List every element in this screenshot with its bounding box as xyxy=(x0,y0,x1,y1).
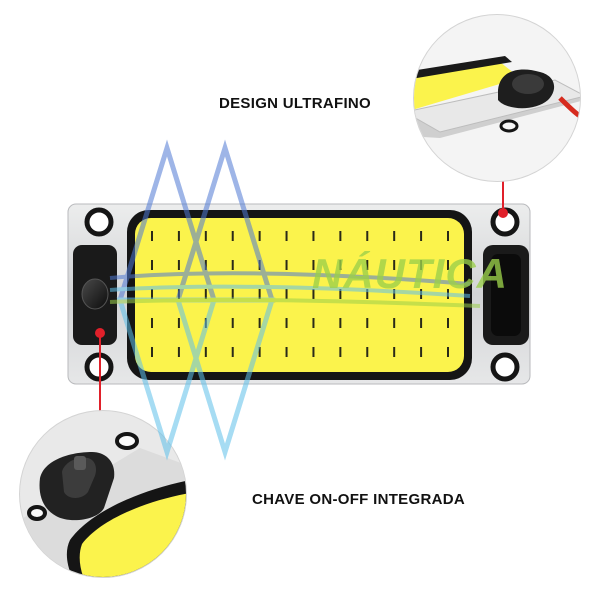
led-chip xyxy=(393,289,396,299)
zoom-circle-ultrathin xyxy=(413,14,581,182)
nautica-watermark-text: NÁUTICA xyxy=(312,250,508,297)
led-chip xyxy=(447,260,449,270)
led-chip xyxy=(366,289,369,299)
led-chip xyxy=(393,260,396,270)
led-chip xyxy=(447,318,449,328)
switch-housing-left xyxy=(73,245,117,345)
led-chip xyxy=(204,289,207,299)
led-chip xyxy=(285,289,288,299)
led-chip xyxy=(393,347,396,357)
led-chip xyxy=(420,318,423,328)
led-chip xyxy=(312,318,315,328)
led-chip xyxy=(258,318,261,328)
led-chip xyxy=(151,260,153,270)
led-chip xyxy=(177,318,180,328)
led-chip xyxy=(151,289,153,299)
led-chip xyxy=(285,260,288,270)
screw-hole-bottom-right xyxy=(490,352,520,382)
led-chip xyxy=(151,318,153,328)
led-chip xyxy=(285,347,288,357)
screw-hole-top-left xyxy=(84,207,114,237)
led-chip xyxy=(339,260,342,270)
led-chip xyxy=(339,289,342,299)
led-chip xyxy=(177,260,180,270)
led-chip xyxy=(204,231,207,241)
led-chip xyxy=(339,347,342,357)
led-chip xyxy=(151,347,153,357)
led-chip xyxy=(285,318,288,328)
led-chip xyxy=(231,231,234,241)
led-chip xyxy=(366,260,369,270)
callout-label-chave-on-off: CHAVE ON-OFF INTEGRADA xyxy=(252,491,465,508)
led-chip xyxy=(151,231,153,241)
led-chip xyxy=(339,231,342,241)
led-chip xyxy=(177,231,180,241)
led-chip xyxy=(231,318,234,328)
callout-indicator-top xyxy=(498,180,508,218)
led-chip xyxy=(420,347,423,357)
led-chip xyxy=(447,347,449,357)
led-chip xyxy=(366,347,369,357)
led-chip xyxy=(258,347,261,357)
led-chip xyxy=(312,289,315,299)
led-chip xyxy=(312,231,315,241)
callout-label-design-ultrafino: DESIGN ULTRAFINO xyxy=(219,95,372,112)
led-chip xyxy=(231,289,234,299)
led-chip xyxy=(204,347,207,357)
led-chip xyxy=(393,231,396,241)
led-chip xyxy=(204,260,207,270)
callout-indicator-bottom xyxy=(95,328,105,413)
led-chip xyxy=(285,231,288,241)
led-chip xyxy=(231,260,234,270)
nautica-watermark-logo xyxy=(109,139,481,461)
led-chip xyxy=(312,260,315,270)
led-chip xyxy=(312,347,315,357)
zoom-circle-switch xyxy=(19,410,187,578)
led-chip xyxy=(393,318,396,328)
led-chip xyxy=(366,231,369,241)
led-chip xyxy=(420,260,423,270)
switch-housing-right xyxy=(483,245,529,345)
led-chip xyxy=(177,347,180,357)
led-chip xyxy=(258,231,261,241)
led-chip xyxy=(447,231,449,241)
led-chip xyxy=(420,231,423,241)
led-chip xyxy=(258,289,261,299)
led-chip xyxy=(231,347,234,357)
on-off-switch-button xyxy=(81,278,109,310)
led-chip xyxy=(339,318,342,328)
led-chip xyxy=(366,318,369,328)
